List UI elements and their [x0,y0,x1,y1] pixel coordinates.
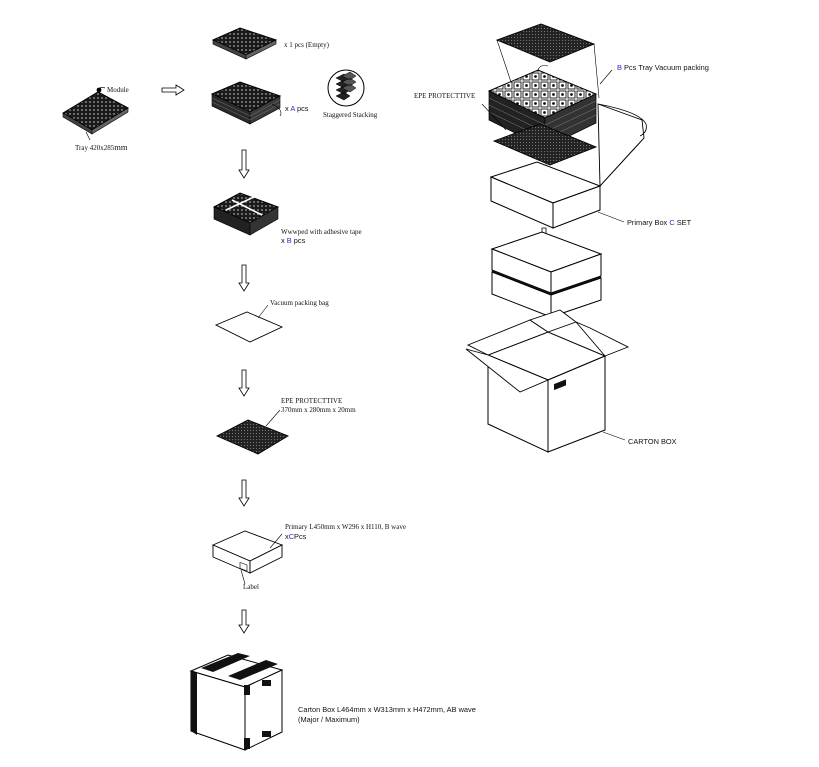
carton-box-note: (Major / Maximum) [298,715,360,724]
tray-leader-line [85,131,91,141]
label-tag: Label [243,583,259,591]
wrapped-qty-label: x B pcs [281,236,306,245]
flow-arrow-down-2 [238,264,250,292]
single-tray-illustration [62,91,130,135]
right-epe-label: EPE PROTECTTIVE [414,92,475,100]
epe-pad-illustration [215,409,290,455]
carton-box-illustration [189,653,284,751]
carton-box-label: Carton Box L464mm x W313mm x H472mm, AB … [298,705,476,714]
top-epe-foam [495,23,600,99]
epe-dimensions: 370mm x 280mm x 20mm [281,406,356,414]
stacked-primary-boxes [490,231,603,318]
staggered-stacking-label: Staggered Stacking [323,111,378,119]
right-carton-label: CARTON BOX [628,437,677,446]
flow-arrow-down-1 [238,149,250,179]
primary-box-label: Primary L450mm x W296 x H110, B wave [285,523,406,531]
bottom-epe-foam [481,103,598,166]
tray-label: Tray 420x285mm [75,142,128,152]
tray-vacuum-label: B Pcs Tray Vacuum packing [617,63,709,72]
staggered-detail-magnifier [327,69,365,107]
wrapped-trays-illustration [212,192,280,236]
empty-qty-label: x 1 pcs (Empty) [284,41,330,49]
flow-arrow-right [161,84,185,96]
epe-title: EPE PROTECTTIVE [281,397,342,405]
flow-arrow-down-4 [238,479,250,507]
primary-qty-label: xCPcs [285,532,307,541]
primary-box-illustration [211,530,284,585]
stacked-trays-illustration [210,81,282,125]
module-label: Module [107,86,129,94]
vacuum-bag-illustration [214,304,284,343]
module-callout [96,86,106,93]
flow-arrow-down-5 [238,609,250,634]
open-primary-box [489,103,647,229]
vacuum-bag-label: Vacuum packing bag [270,299,329,307]
primary-box-set-label: Primary Box C SET [627,218,692,227]
wrapped-label: Wwwped with adhesive tape [281,228,362,236]
stack-qty-label: x A pcs [285,104,309,113]
flow-arrow-down-3 [238,369,250,397]
big-carton-box [465,309,630,453]
empty-tray-illustration [211,27,278,60]
